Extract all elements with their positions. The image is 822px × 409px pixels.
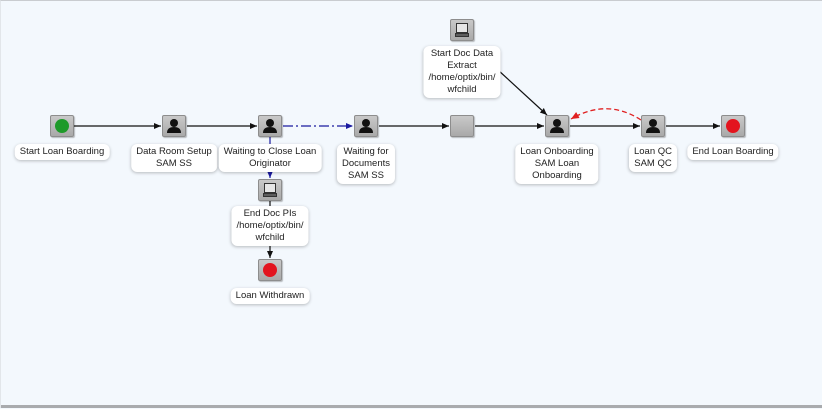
person-icon — [167, 119, 181, 133]
label-waiting-to-close-loan[interactable]: Waiting to Close Loan Originator — [218, 144, 322, 172]
label-line: /home/optix/bin/ — [236, 220, 304, 231]
label-line: Data Room Setup — [136, 146, 212, 157]
node-start-loan-boarding[interactable] — [50, 115, 74, 137]
label-line: Originator — [249, 158, 291, 169]
node-loan-onboarding[interactable] — [545, 115, 569, 137]
node-waiting-for-documents[interactable] — [354, 115, 378, 137]
node-join[interactable] — [450, 115, 474, 137]
label-loan-withdrawn[interactable]: Loan Withdrawn — [230, 288, 310, 304]
computer-icon — [455, 23, 469, 37]
label-line: End Doc PIs — [243, 208, 297, 219]
label-line: Start Loan Boarding — [19, 146, 105, 157]
edge-doc-extract-to-loan-onboarding[interactable] — [497, 69, 548, 116]
label-line: End Loan Boarding — [692, 146, 774, 157]
red-circle-icon — [263, 263, 277, 277]
label-waiting-for-documents[interactable]: Waiting for Documents SAM SS — [336, 144, 396, 184]
label-line: SAM SS — [156, 158, 192, 169]
person-icon — [263, 119, 277, 133]
label-line: SAM SS — [348, 170, 384, 181]
computer-icon — [263, 183, 277, 197]
label-end-loan-boarding[interactable]: End Loan Boarding — [687, 144, 779, 160]
label-start-loan-boarding[interactable]: Start Loan Boarding — [14, 144, 110, 160]
label-line: Waiting to Close Loan — [223, 146, 317, 157]
label-line: Loan Onboarding — [520, 146, 594, 157]
label-start-doc-data-extract[interactable]: Start Doc Data Extract /home/optix/bin/ … — [423, 46, 501, 98]
node-end-doc-pis[interactable] — [258, 179, 282, 201]
label-loan-qc[interactable]: Loan QC SAM QC — [628, 144, 678, 172]
label-line: Extract — [447, 60, 477, 71]
node-data-room-setup[interactable] — [162, 115, 186, 137]
label-line: Onboarding — [532, 170, 582, 181]
node-waiting-to-close-loan[interactable] — [258, 115, 282, 137]
label-line: /home/optix/bin/ — [428, 72, 496, 83]
red-circle-icon — [726, 119, 740, 133]
node-start-doc-data-extract[interactable] — [450, 19, 474, 41]
label-line: Loan QC — [633, 146, 673, 157]
person-icon — [646, 119, 660, 133]
label-line: SAM Loan — [534, 158, 580, 169]
label-line: SAM QC — [634, 158, 672, 169]
green-circle-icon — [55, 119, 69, 133]
node-loan-qc[interactable] — [641, 115, 665, 137]
label-data-room-setup[interactable]: Data Room Setup SAM SS — [131, 144, 217, 172]
node-end-loan-boarding[interactable] — [721, 115, 745, 137]
label-end-doc-pis[interactable]: End Doc PIs /home/optix/bin/ wfchild — [231, 206, 309, 246]
label-line: Loan Withdrawn — [235, 290, 305, 301]
label-line: Documents — [341, 158, 391, 169]
label-line: wfchild — [255, 232, 285, 243]
label-line: Start Doc Data — [430, 48, 494, 59]
node-loan-withdrawn[interactable] — [258, 259, 282, 281]
person-icon — [359, 119, 373, 133]
edge-loan-qc-to-loan-onboarding[interactable] — [570, 108, 642, 121]
label-line: Waiting for — [343, 146, 389, 157]
person-icon — [550, 119, 564, 133]
label-line: wfchild — [447, 84, 477, 95]
label-loan-onboarding[interactable]: Loan Onboarding SAM Loan Onboarding — [515, 144, 599, 184]
